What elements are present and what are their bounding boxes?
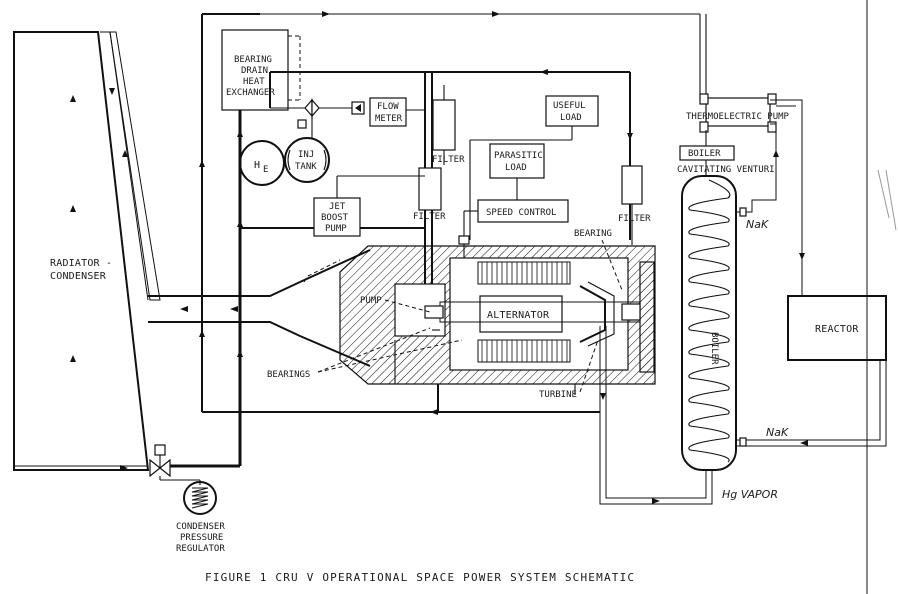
jet-boost-pump: JET BOOST PUMP	[313, 175, 425, 237]
flow-meter-label-2: METER	[375, 114, 403, 124]
alternator: ALTERNATOR	[477, 261, 571, 363]
he-sub-label: E	[263, 165, 268, 175]
shaft	[424, 235, 641, 347]
radiator-label-2: CONDENSER	[50, 271, 107, 282]
exhaust-line	[148, 249, 371, 367]
injection-tank: INJ TANK	[284, 135, 330, 183]
parasitic-load: PARASITIC LOAD	[489, 143, 545, 200]
condensate-return-line	[14, 464, 240, 471]
filter-lower: FILTER	[413, 167, 446, 222]
flow-meter-label-1: FLOW	[377, 102, 399, 112]
bearings-label: BEARINGS	[267, 370, 310, 380]
useful-load-label-1: USEFUL	[553, 101, 586, 111]
inj-tank-label-1: INJ	[298, 150, 314, 160]
pressure-regulator-valve	[149, 444, 201, 485]
venturi-label-2: CAVITATING VENTURI	[677, 165, 775, 175]
filter-upper-label: FILTER	[432, 155, 465, 165]
bdhe-label-3: HEAT	[243, 77, 265, 87]
reactor-label: REACTOR	[815, 324, 859, 335]
parasitic-load-label-1: PARASITIC	[494, 151, 543, 161]
boiler: BOILER	[681, 175, 737, 471]
speed-control-label: SPEED CONTROL	[486, 208, 556, 218]
helium-bottle: H E	[239, 140, 285, 186]
regulator-label-1: CONDENSER	[176, 522, 225, 532]
hg-vapor-line: Hg VAPOR	[599, 326, 778, 505]
parasitic-load-label-2: LOAD	[505, 163, 527, 173]
useful-load-label-2: LOAD	[560, 113, 582, 123]
thermoelectric-pump: THERMOELECTRIC PUMP	[686, 93, 790, 133]
margin-scratch	[877, 169, 890, 219]
cru-labels: PUMP BEARINGS BEARING TURBINE	[267, 229, 623, 400]
reactor: REACTOR	[787, 295, 887, 361]
boiler-cavitating-venturi: BOILER CAVITATING VENTURI	[677, 130, 775, 176]
he-label: H	[254, 160, 260, 171]
jet-boost-label-3: PUMP	[325, 224, 347, 234]
bearing-drain-heat-exchanger: BEARING DRAIN HEAT EXCHANGER	[221, 29, 301, 111]
check-valve	[351, 101, 365, 115]
useful-load: USEFUL LOAD	[469, 95, 599, 240]
nak-top-label: NaK	[746, 218, 769, 231]
turbine-label: TURBINE	[539, 390, 577, 400]
flow-meter: FLOW METER	[369, 97, 425, 127]
thermoelectric-pump-label: THERMOELECTRIC PUMP	[686, 112, 790, 122]
bearing-label: BEARING	[574, 229, 612, 239]
injection-valve	[297, 98, 320, 135]
radiator-condenser: RADIATOR - CONDENSER	[13, 31, 161, 471]
jet-boost-label-2: BOOST	[321, 213, 349, 223]
radiator-label-1: RADIATOR -	[50, 258, 112, 269]
loop-frame	[199, 11, 707, 415]
jet-boost-label-1: JET	[329, 202, 346, 212]
boiler-label: BOILER	[709, 332, 719, 365]
filter-upper: FILTER	[432, 85, 465, 165]
hg-vapor-label: Hg VAPOR	[722, 488, 778, 501]
nak-loop: NaK NaK	[736, 99, 887, 447]
regulator-label-3: REGULATOR	[176, 544, 225, 554]
bdhe-label-2: DRAIN	[241, 66, 268, 76]
regulator-label-2: PRESSURE	[180, 533, 223, 543]
figure-caption: FIGURE 1 CRU V OPERATIONAL SPACE POWER S…	[205, 571, 635, 584]
inj-tank-label-2: TANK	[295, 162, 317, 172]
condenser-pressure-regulator: CONDENSER PRESSURE REGULATOR	[176, 481, 225, 554]
pump-label: PUMP	[360, 296, 382, 306]
venturi-label-1: BOILER	[688, 149, 721, 159]
filter-right: FILTER	[618, 165, 651, 245]
filter-right-label: FILTER	[618, 214, 651, 224]
margin-scratch-2	[885, 169, 897, 231]
nak-bottom-label: NaK	[766, 426, 789, 439]
bdhe-label-1: BEARING	[234, 55, 272, 65]
filter-lower-label: FILTER	[413, 212, 446, 222]
speed-control: SPEED CONTROL	[463, 199, 569, 236]
alternator-label: ALTERNATOR	[487, 310, 550, 321]
bdhe-label-4: EXCHANGER	[226, 88, 275, 98]
inner-loop	[394, 329, 576, 412]
